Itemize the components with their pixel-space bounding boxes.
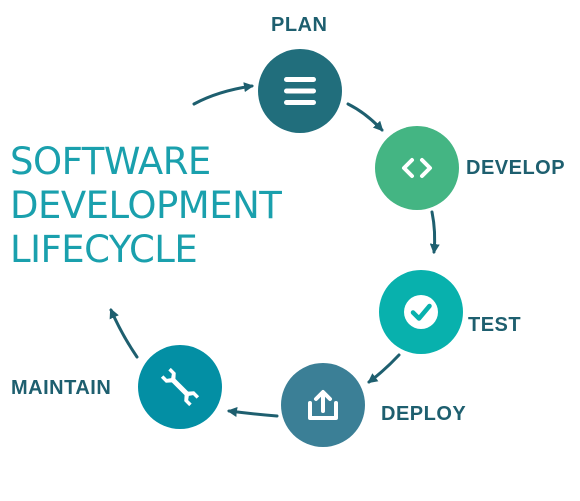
arrow-plan-to-develop <box>346 102 384 132</box>
maintain-label: MAINTAIN <box>11 377 112 399</box>
arrow-maintain-to-plan <box>109 308 139 359</box>
title-line-2: DEVELOPMENT <box>10 184 282 227</box>
develop-node <box>375 126 459 210</box>
test-node <box>379 270 463 354</box>
deploy-label: DEPLOY <box>381 403 467 425</box>
upload-icon <box>308 390 338 420</box>
code-icon <box>402 158 432 178</box>
arrow-develop-to-test <box>429 210 440 254</box>
plan-label: PLAN <box>271 14 328 36</box>
title-line-3: LIFECYCLE <box>10 228 198 271</box>
arrow-into-plan <box>192 82 254 106</box>
deploy-node <box>281 363 365 447</box>
arrow-test-to-deploy <box>367 353 401 384</box>
wrench-icon <box>160 367 200 407</box>
test-label: TEST <box>468 314 522 336</box>
maintain-node <box>138 345 222 429</box>
develop-label: DEVELOP <box>466 157 566 179</box>
menu-icon <box>284 77 316 105</box>
title-line-1: SOFTWARE <box>10 140 211 183</box>
plan-node <box>258 49 342 133</box>
arrow-deploy-to-maintain <box>227 407 279 418</box>
diagram-title: SOFTWARE DEVELOPMENT LIFECYCLE <box>10 140 282 272</box>
check-icon <box>404 295 438 329</box>
